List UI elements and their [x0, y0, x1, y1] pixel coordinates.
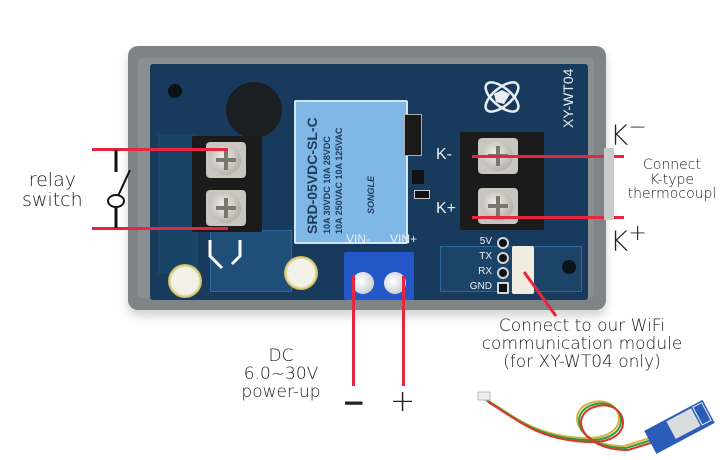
pin-5v: [497, 237, 509, 249]
vin-plus-label: VIN+: [390, 232, 418, 246]
relay-switch-label: relay switch: [22, 169, 83, 211]
k-plus-annotation: K+: [610, 222, 647, 256]
relay-terminal-block: [192, 136, 262, 232]
k-minus-letter: K: [610, 118, 629, 152]
k-minus-sign: −: [628, 115, 647, 140]
thermocouple-line2: K-type: [649, 171, 695, 188]
power-label: DC 6.0~30V power-up: [222, 346, 340, 402]
pcb-left-trace-area: [158, 134, 198, 274]
pin-label-rx: RX: [478, 266, 492, 277]
k-plus-sign: +: [628, 221, 647, 246]
vin-minus-label: VIN-: [346, 232, 370, 246]
k-minus-terminal-label: K-: [436, 146, 452, 163]
k-minus-wire: [472, 155, 624, 158]
power-line3: power-up: [241, 381, 321, 402]
power-minus-sign: −: [342, 386, 366, 419]
wifi-label: Connect to our WiFi communication module…: [446, 316, 718, 372]
pcb-relay-symbol-icon: [208, 240, 242, 270]
terminal-screw[interactable]: [206, 190, 246, 226]
uart-pin-labels: 5V TX RX GND: [466, 234, 492, 294]
pin-label-5v: 5V: [479, 236, 492, 247]
diode-d4: [404, 114, 422, 156]
pin-tx: [497, 252, 509, 264]
wifi-line1: Connect to our WiFi: [498, 316, 666, 336]
wifi-module-image: [477, 391, 715, 454]
k-minus-annotation: K−: [610, 116, 647, 150]
relay-model: SRD-05VDC-SL-C: [304, 117, 320, 234]
relay-wire-bottom: [92, 227, 228, 230]
k-plus-letter: K: [610, 224, 629, 258]
vin-plus-screw[interactable]: [384, 272, 406, 294]
enclosure-clip: [604, 148, 614, 220]
power-plus-sign: +: [390, 384, 416, 419]
power-line1: DC: [268, 346, 294, 366]
capacitor: [284, 256, 318, 290]
wifi-pointer-wire: [522, 271, 558, 317]
power-minus-wire: [352, 276, 355, 386]
k-plus-terminal-label: K+: [436, 200, 457, 217]
mount-hole: [168, 84, 182, 98]
pin-label-tx: TX: [479, 251, 492, 262]
capacitor: [168, 264, 202, 298]
model-label: XY-WT04: [560, 68, 576, 128]
resistor-r14: [414, 190, 430, 199]
vin-minus-screw[interactable]: [352, 272, 374, 294]
relay-rating-line1: 10A 250VAC 10A 125VAC: [334, 127, 344, 234]
wifi-connector-port[interactable]: [512, 246, 534, 294]
wifi-line3: (for XY-WT04 only): [503, 351, 661, 372]
k-plus-wire: [472, 216, 624, 219]
relay-switch-symbol-icon: [107, 150, 131, 228]
pin-label-gnd: GND: [469, 281, 492, 292]
relay: SRD-05VDC-SL-C 10A 30VDC 10A 28VDC 10A 2…: [294, 100, 408, 244]
thermocouple-label: Connect K-type thermocoupl: [618, 158, 720, 202]
relay-rating-line2: 10A 30VDC 10A 28VDC: [322, 136, 332, 234]
brand-logo-icon: [484, 81, 520, 113]
power-plus-wire: [402, 276, 405, 386]
pin-gnd: [497, 282, 509, 294]
pin-rx: [497, 267, 509, 279]
relay-switch-line2: switch: [22, 188, 83, 211]
wifi-line2: communication module: [481, 333, 683, 354]
thermocouple-line3: thermocoupl: [627, 186, 717, 203]
buzzer: [226, 82, 282, 138]
power-line2: 6.0~30V: [243, 363, 319, 384]
relay-brand: SONGLE: [366, 175, 376, 214]
transistor-q2: [412, 170, 424, 184]
thermocouple-line1: Connect: [643, 157, 701, 173]
mount-hole: [562, 260, 576, 274]
relay-wire-top: [92, 148, 228, 151]
pcb-io-pad: [440, 246, 582, 292]
relay-switch-line1: relay: [28, 169, 76, 191]
